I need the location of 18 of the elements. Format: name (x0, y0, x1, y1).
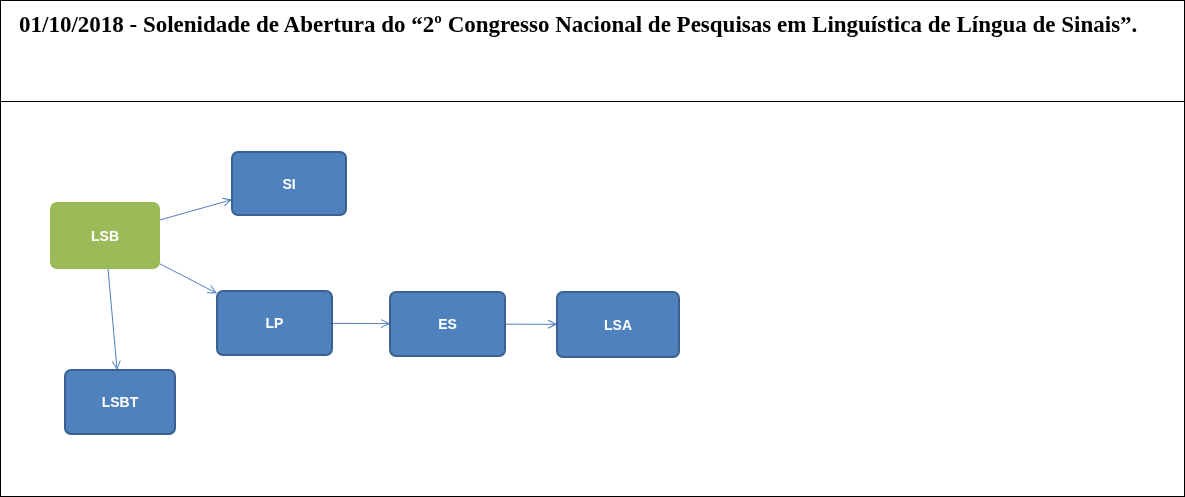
process-box (64, 369, 176, 435)
box-label: ES (438, 316, 457, 332)
process-box (389, 291, 506, 357)
process-box (50, 202, 160, 269)
arrow (505, 319, 557, 329)
process-box (231, 151, 347, 216)
box-label: LP (265, 315, 284, 331)
box-label: LSA (604, 316, 632, 333)
arrow (159, 197, 232, 221)
box-label: SI (282, 175, 296, 192)
box-label: LSBT (101, 394, 139, 410)
arrow (332, 319, 390, 329)
arrow (107, 268, 121, 370)
process-box (216, 290, 333, 356)
box-label: LSB (91, 227, 119, 244)
process-box (556, 291, 680, 358)
title: 01/10/2018 - Solenidade de Abertura do “2º Congresso Nacional de Pesquisas em Linguística de Língua de Sinais”. (19, 11, 1139, 39)
arrow (159, 263, 217, 294)
